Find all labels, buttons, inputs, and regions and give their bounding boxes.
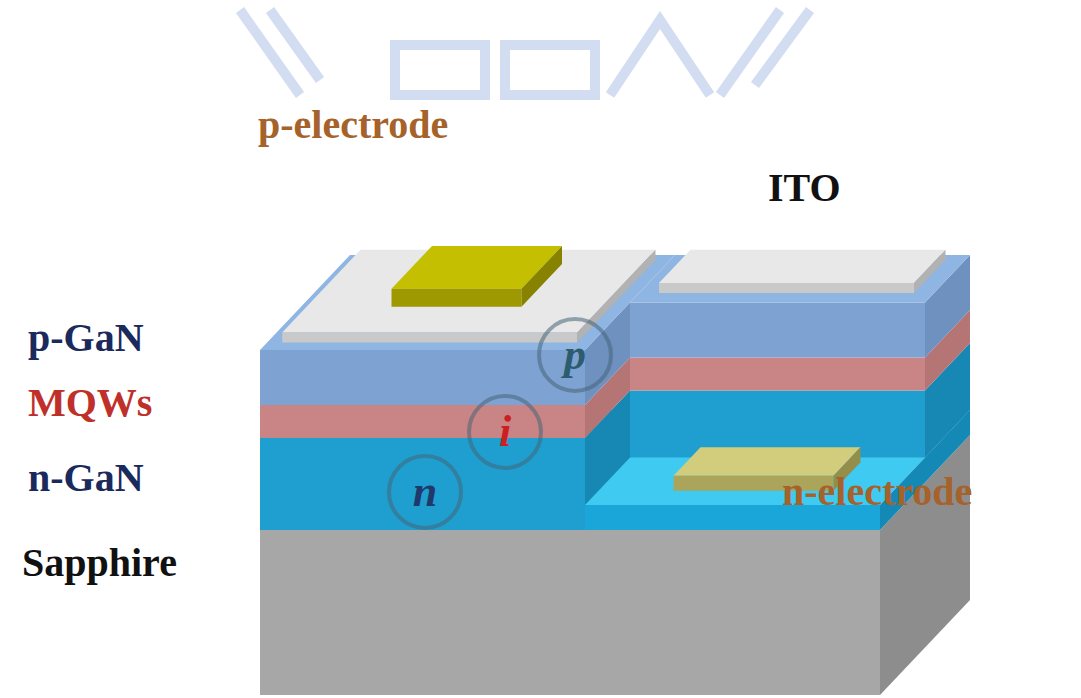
layer-letter: p bbox=[564, 333, 586, 377]
mqw-front bbox=[260, 405, 585, 438]
ito-front bbox=[659, 283, 914, 293]
n-gan-front bbox=[260, 438, 585, 530]
layer-label: n-GaN bbox=[28, 458, 144, 498]
mqw-mesa-front bbox=[630, 358, 925, 391]
ito-top bbox=[659, 250, 946, 283]
p-electrode-side bbox=[522, 246, 563, 307]
electrode-label: n-electrode bbox=[782, 472, 972, 512]
p-gan-mesa-front bbox=[630, 303, 925, 358]
layer-letter: i bbox=[499, 410, 511, 454]
p-electrode-front bbox=[392, 289, 522, 307]
layer-circle: i bbox=[467, 394, 543, 470]
layer-label: p-GaN bbox=[28, 318, 144, 358]
ito-side bbox=[914, 250, 946, 293]
layer-letter: n bbox=[413, 470, 437, 514]
layer-circle: n bbox=[387, 454, 463, 530]
layer-label: MQWs bbox=[28, 383, 152, 423]
layer-circle: p bbox=[537, 317, 613, 393]
electrode-label: p-electrode bbox=[258, 105, 448, 145]
watermark bbox=[240, 10, 810, 95]
layer-label: ITO bbox=[768, 168, 841, 208]
ito-front bbox=[282, 332, 577, 342]
sapphire-front bbox=[260, 530, 880, 695]
ito-side bbox=[577, 250, 655, 343]
layer-label: Sapphire bbox=[22, 543, 177, 583]
